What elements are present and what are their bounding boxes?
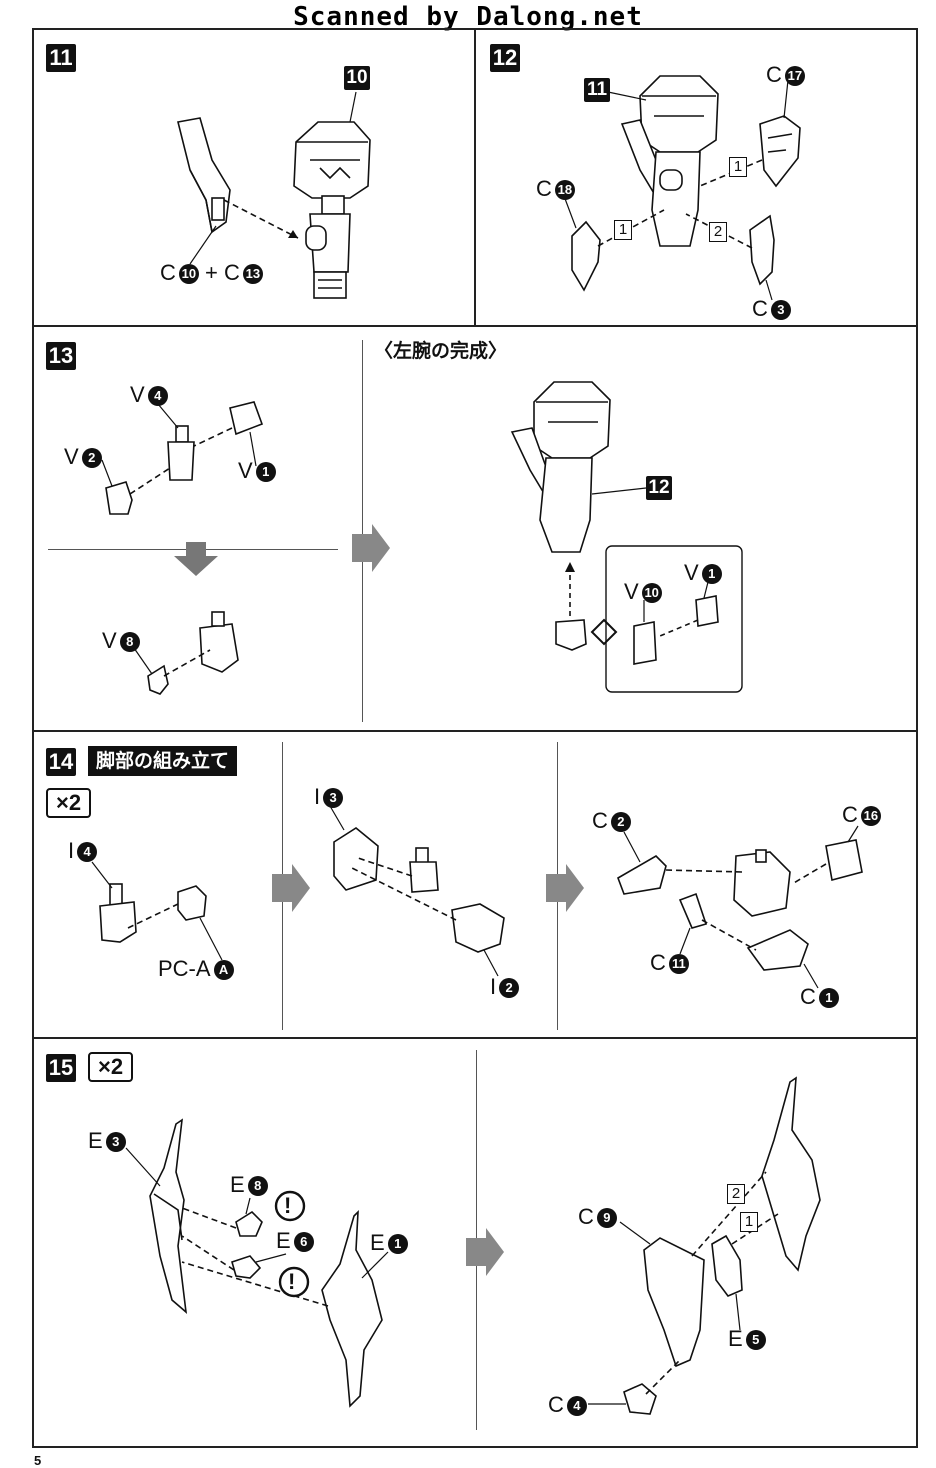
swap-icon: [590, 618, 618, 646]
hand-joint-part: [105, 401, 264, 515]
step14-right-arrow-2: [546, 864, 584, 912]
step15-caution-1: !: [284, 1193, 292, 1218]
divider-step13-sub: [362, 340, 363, 722]
divider-row3: [32, 1037, 918, 1039]
part-c3: [749, 214, 775, 286]
divider-step11-12: [474, 28, 476, 326]
part-c17: [759, 115, 801, 188]
caution-icon-2: [278, 1266, 310, 1298]
caution-icon-1: [274, 1190, 306, 1222]
step15-order-2: 2: [727, 1184, 745, 1204]
step15-right-arrow: [466, 1228, 504, 1276]
open-hand-part: [147, 611, 239, 695]
step15-multiplier: ×2: [88, 1052, 134, 1082]
pin-parts: [231, 1210, 263, 1279]
step11-ref-label: 10: [344, 66, 370, 90]
step13-down-arrow: [174, 542, 218, 576]
step-number-15: 15: [46, 1054, 76, 1082]
step12-order-1a: 1: [729, 157, 747, 177]
step12-order-1b: 1: [614, 220, 632, 240]
blade-assembly-part: [761, 1076, 821, 1272]
part-c18: [571, 220, 601, 292]
fist-part: [555, 619, 587, 651]
upper-arm-assembly: [293, 121, 371, 299]
alt-hand-part: [633, 595, 719, 665]
step14-multiplier: ×2: [46, 788, 92, 818]
divider-row1: [32, 325, 918, 327]
step14-right-arrow-1: [272, 864, 310, 912]
step-number-14: 14: [46, 748, 76, 776]
leg-frame-part: [333, 827, 505, 953]
step12-ref-label: 11: [584, 78, 610, 102]
divider-row2: [32, 730, 918, 732]
optional-hand-box: [605, 545, 743, 693]
scan-credit-header: Scanned by Dalong.net: [293, 2, 643, 32]
step13-right-arrow: [352, 524, 390, 572]
blade-left-part: [149, 1118, 188, 1314]
step-number-11: 11: [46, 44, 76, 72]
step13-subtitle: 〈左腕の完成〉: [374, 340, 508, 362]
leg-armor-parts: [617, 839, 863, 971]
step12-order-2: 2: [709, 222, 727, 242]
arm-shield-part: [177, 117, 231, 234]
step15-order-1: 1: [740, 1212, 758, 1232]
forearm-cover-part: [623, 1234, 743, 1415]
step-number-13: 13: [46, 342, 76, 370]
knee-joint-part: [99, 883, 207, 943]
step14-title: 脚部の組み立て: [88, 746, 238, 776]
step15-caution-2: !: [288, 1269, 296, 1294]
step13-ref-label: 12: [646, 476, 672, 500]
page-number: 5: [34, 1453, 42, 1468]
blade-right-part: [321, 1209, 383, 1408]
completed-left-arm: [510, 381, 611, 553]
step11-arrow: [223, 199, 299, 239]
step-number-12: 12: [490, 44, 520, 72]
arm-assembly-12: [620, 75, 719, 247]
